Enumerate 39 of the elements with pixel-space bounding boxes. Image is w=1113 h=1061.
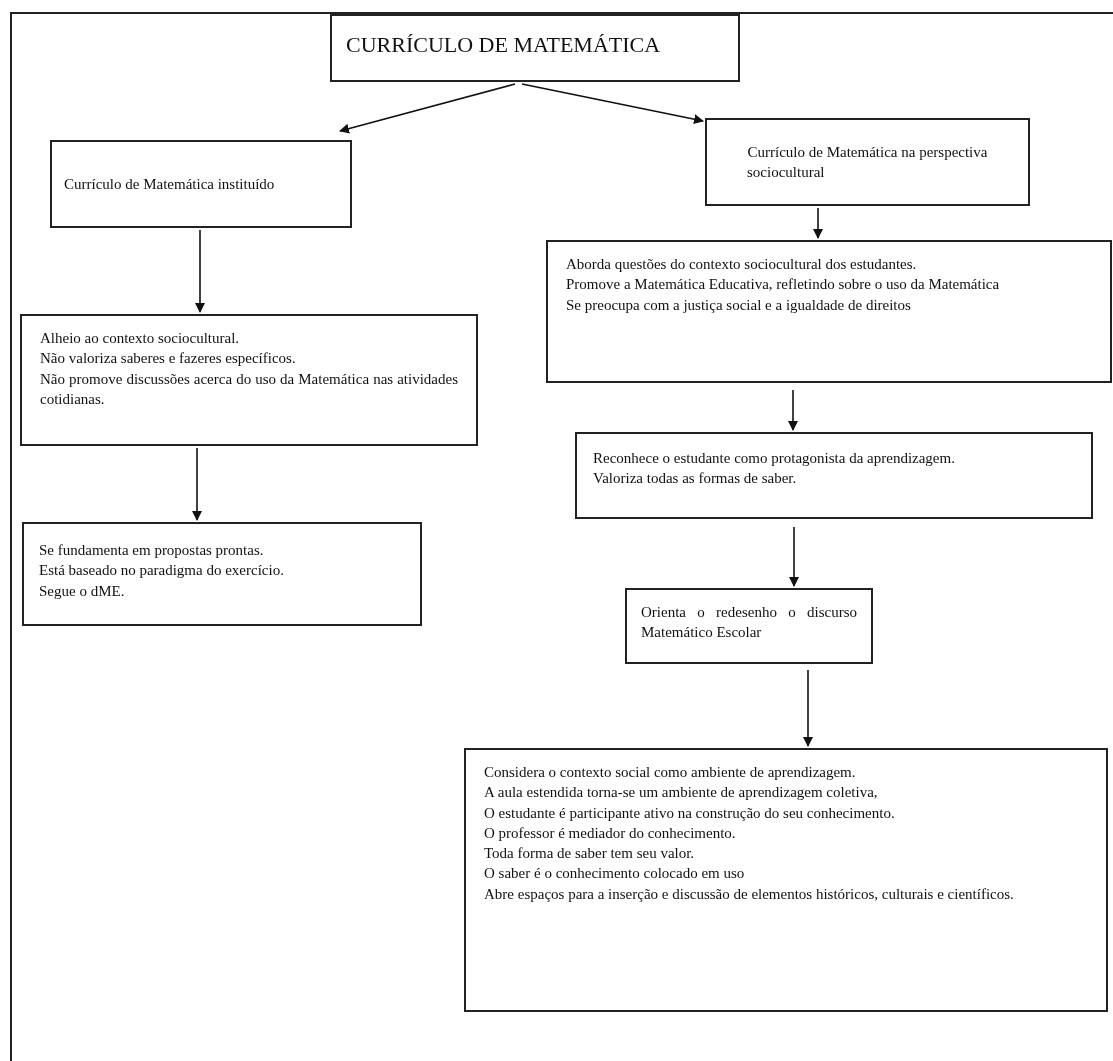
box-text: CURRÍCULO DE MATEMÁTICA [346,31,662,59]
box-text: Alheio ao contexto sociocultural. [40,329,241,348]
box-text: Currículo de Matemática instituído [64,174,276,194]
process-box [20,314,478,446]
process-box [625,588,873,664]
box-text: Não promove discussões acerca do uso da Matemática nas atividades cotidianas. [40,369,458,409]
box-text: O saber é o conhecimento colocado em uso [484,864,746,884]
process-box [546,240,1112,383]
box-text: Aborda questões do contexto sociocultural dos estudantes. [566,255,918,274]
arrow [813,207,823,239]
arrow [192,447,202,521]
box-text: Segue o dME. [39,581,126,601]
box-text: A aula estendida torna-se um ambiente de aprendizagem coletiva, [484,783,879,803]
box-text: Está baseado no paradigma do exercício. [39,561,285,581]
box-text: O professor é mediador do conhecimento. [484,823,737,843]
arrow [788,389,798,431]
box-text: Orienta o redesenho o discurso Matemático Escolar [641,603,857,643]
arrow [195,229,205,313]
box-text: O estudante é participante ativo na construção do seu conhecimento. [484,803,896,823]
process-box [464,748,1108,1012]
box-text: Abre espaços para a inserção e discussão de elementos históricos, culturais e científicos. [484,884,1015,904]
box-text: Reconhece o estudante como protagonista da aprendizagem. [593,449,956,468]
box-text: Se preocupa com a justiça social e a igualdade de direitos [566,295,912,315]
box-text: Considera o contexto social como ambiente de aprendizagem. [484,763,857,782]
box-text: Valoriza todas as formas de saber. [593,469,798,489]
arrow [339,83,516,134]
title-box [330,14,740,82]
process-box [22,522,422,626]
arrow [803,669,813,747]
box-text: Currículo de Matemática na perspectiva sociocultural [747,142,988,182]
arrow [521,83,704,125]
arrow [789,526,799,587]
process-box [575,432,1093,519]
process-box [50,140,352,228]
box-text: Se fundamenta em propostas prontas. [39,541,265,560]
box-text: Promove a Matemática Educativa, refletindo sobre o uso da Matemática [566,275,1001,295]
process-box [705,118,1030,206]
box-text: Não valoriza saberes e fazeres específicos. [40,349,297,369]
box-text: Toda forma de saber tem seu valor. [484,844,696,863]
